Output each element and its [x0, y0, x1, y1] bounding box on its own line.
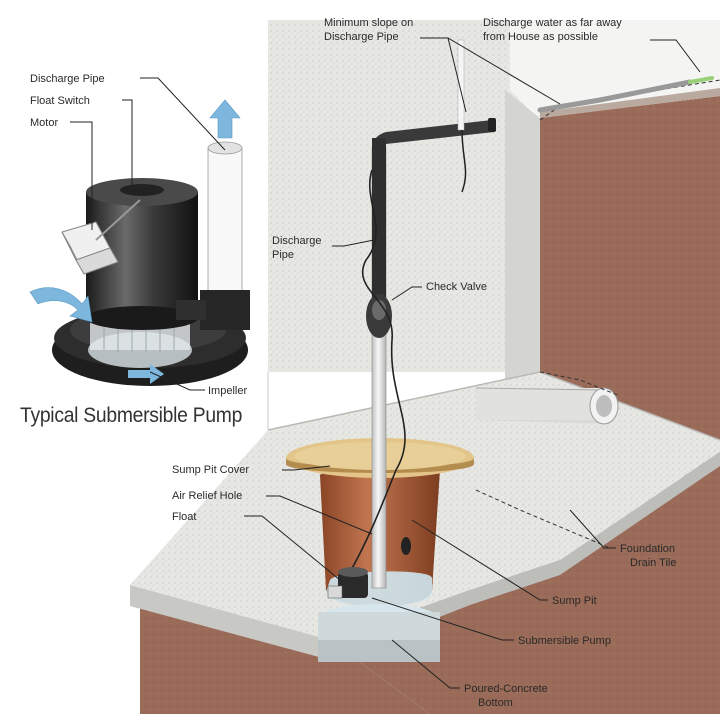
- discharge-pipe: [366, 39, 496, 589]
- label-discharge-water: Discharge water as far away: [483, 17, 622, 29]
- label-sump-pit: Sump Pit: [552, 595, 597, 607]
- label-foundation-drain-tile: Foundation: [620, 543, 675, 555]
- submersible-pump: [327, 567, 368, 599]
- leader-lines: [70, 37, 701, 689]
- label-air-relief-hole: Air Relief Hole: [172, 490, 242, 502]
- diagram-title: Typical Submersible Pump: [20, 404, 243, 427]
- label-float: Float: [172, 511, 196, 523]
- label-pump-discharge-pipe: Discharge Pipe: [30, 73, 105, 85]
- label-poured-concrete: Poured-Concrete: [464, 683, 548, 695]
- label-discharge-pipe-2: Pipe: [272, 249, 294, 261]
- basement-wall: [268, 20, 720, 380]
- label-float-switch: Float Switch: [30, 95, 90, 107]
- label-motor: Motor: [30, 117, 58, 129]
- label-submersible-pump: Submersible Pump: [518, 635, 611, 647]
- label-minimum-slope-2: Discharge Pipe: [324, 31, 399, 43]
- power-cord: [349, 169, 406, 573]
- label-discharge-pipe: Discharge: [272, 235, 322, 247]
- label-minimum-slope: Minimum slope on: [324, 17, 413, 29]
- label-check-valve: Check Valve: [426, 281, 487, 293]
- label-discharge-water-2: from House as possible: [483, 31, 598, 43]
- labels: Discharge Pipe Float Switch Motor Impell…: [30, 17, 676, 709]
- label-poured-concrete-2: Bottom: [478, 697, 513, 709]
- foundation-drain-tile: [475, 76, 720, 549]
- pump-detail-illustration: [29, 99, 250, 386]
- soil: [140, 88, 720, 714]
- label-sump-pit-cover: Sump Pit Cover: [172, 464, 249, 476]
- label-impeller: Impeller: [208, 385, 247, 397]
- label-foundation-drain-tile-2: Drain Tile: [630, 557, 676, 569]
